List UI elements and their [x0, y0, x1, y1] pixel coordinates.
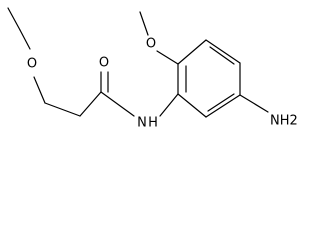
methoxy-oxygen-label: O	[146, 37, 156, 52]
ring-bond-c2-c3	[177, 39, 207, 65]
ether-oxygen-label: O	[27, 57, 37, 72]
bond-ethyl-ch2-oxygen	[19, 29, 31, 50]
bond-carbonyl-nitrogen	[100, 91, 135, 117]
chemical-structure: O O O N H NH2	[7, 7, 298, 131]
bond-ethyl-ch3-ch2	[7, 7, 21, 31]
carbonyl-oxygen-label: O	[99, 56, 109, 71]
bond-ring-amine	[239, 94, 269, 113]
amide-hydrogen-label: H	[148, 116, 158, 131]
ring-bond-c3-c4	[205, 39, 241, 64]
bond-ch2-ch2	[44, 102, 81, 117]
amide-nitrogen-label: N	[137, 116, 147, 131]
amine-group-label: NH2	[270, 114, 298, 129]
ring-inner-double-3	[207, 93, 235, 112]
bond-ch2-carbonyl-carbon	[79, 91, 102, 117]
ring-inner-double-2	[209, 46, 235, 65]
bond-nitrogen-ring	[159, 93, 179, 117]
bond-ring-methoxy-oxygen	[156, 50, 179, 65]
ring-bond-c5-c6	[205, 94, 241, 118]
bond-methoxy-oxygen-ch3	[139, 11, 149, 36]
bond-oxygen-ch2	[33, 76, 46, 104]
ring-bond-c6-c1	[177, 93, 207, 118]
